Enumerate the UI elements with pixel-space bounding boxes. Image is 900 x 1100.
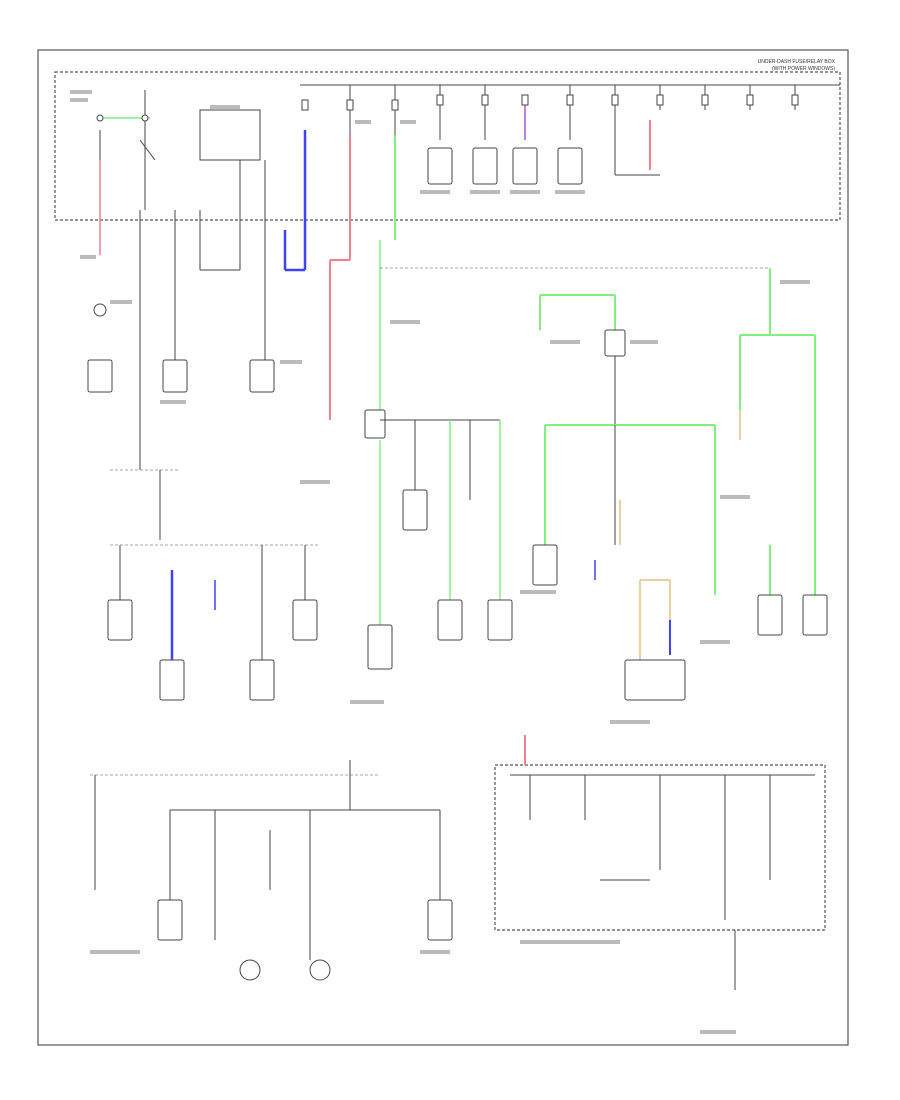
left-section [87,210,320,701]
component-top-3 [512,147,538,185]
component-right-3 [757,594,783,636]
component-bottom-1 [157,899,183,941]
tick-labels [70,90,810,1034]
component-left-4 [107,599,133,641]
component-top-2 [472,147,498,185]
header-line-1: UNDER-DASH FUSE/RELAY BOX [758,59,836,65]
bottom-left-section [90,760,453,981]
sub-fuse-box-frame [494,764,826,931]
component-center-1 [367,624,393,670]
junction-center [364,409,386,439]
component-left-2 [162,359,188,393]
center-section [364,240,770,670]
connector-left-1 [93,303,107,317]
header-line-2: (WITH POWER WINDOWS) [772,66,835,72]
component-center-3 [437,599,463,641]
relay-module [199,109,261,161]
component-center-2 [402,489,428,531]
component-left-6 [249,659,275,701]
component-top-4 [557,147,583,185]
component-center-4 [487,599,513,641]
fuse-box-frame [54,71,841,221]
component-bottom-2 [427,899,453,941]
right-section [532,268,828,701]
component-left-1 [87,359,113,393]
component-right-1 [532,544,558,586]
component-left-7 [292,599,318,641]
component-top-1 [427,147,453,185]
fuse-row-top [96,84,840,420]
diagram-frame [37,49,849,1046]
motor-bottom-1 [239,959,261,981]
component-left-5 [159,659,185,701]
bottom-right-section [494,735,826,990]
component-left-3 [249,359,275,393]
component-right-4 [802,594,828,636]
motor-bottom-2 [309,959,331,981]
relay-right-1 [604,329,626,357]
component-right-2 [624,659,686,701]
